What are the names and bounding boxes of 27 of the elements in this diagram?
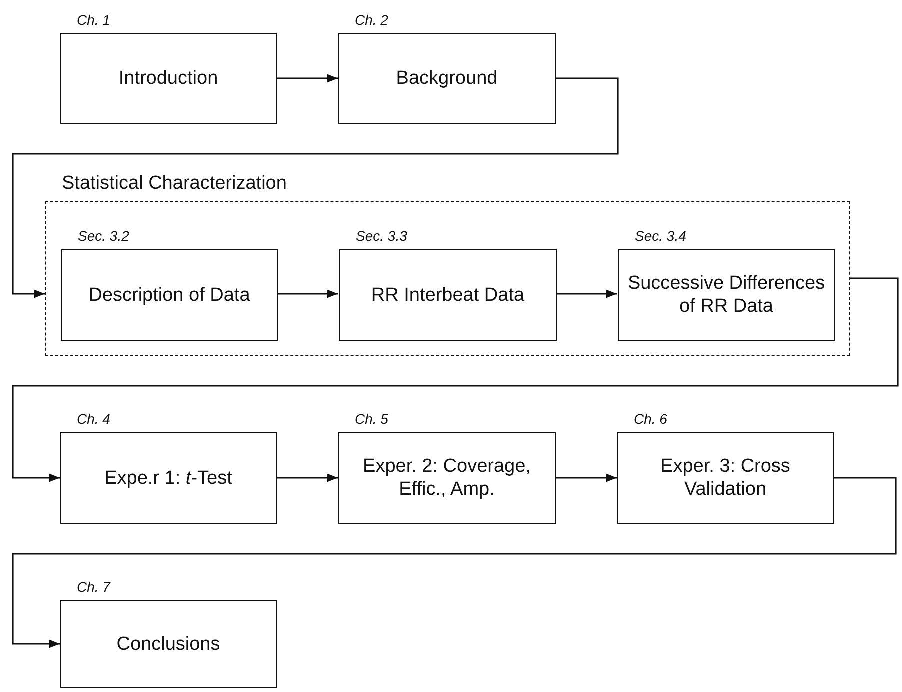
chapter-label: Ch. 4 — [77, 411, 110, 427]
chapter-label: Sec. 3.3 — [356, 228, 408, 244]
chapter-label: Sec. 3.2 — [78, 228, 130, 244]
box-label: RR Interbeat Data — [370, 284, 526, 306]
arrow — [12, 78, 619, 298]
group-heading: Statistical Characterization — [62, 172, 287, 195]
box-label: Exper. 2: Coverage, Effic., Amp. — [362, 455, 532, 501]
chapter-label: Ch. 6 — [634, 411, 668, 427]
box-label: Background — [395, 67, 499, 90]
chapter-label: Ch. 1 — [77, 12, 110, 28]
chapter-label: Sec. 3.4 — [635, 228, 686, 244]
arrow — [277, 74, 338, 83]
box-label: Description of Data — [88, 284, 252, 306]
box-label: Expe.r 1: t-Test — [104, 466, 234, 490]
chapter-label: Ch. 2 — [355, 12, 388, 28]
box-label: Successive Differences of RR Data — [626, 272, 826, 318]
arrow — [12, 477, 897, 648]
chapter-label: Ch. 7 — [77, 579, 110, 595]
arrow — [277, 290, 338, 298]
box-label: Conclusions — [116, 632, 222, 656]
arrow — [556, 290, 617, 298]
box-label: Introduction — [118, 67, 220, 90]
chapter-label: Ch. 5 — [355, 411, 388, 427]
arrow — [556, 474, 617, 482]
box-label: Exper. 3: Cross Validation — [660, 455, 792, 501]
arrow — [277, 474, 338, 482]
arrow — [12, 278, 899, 482]
